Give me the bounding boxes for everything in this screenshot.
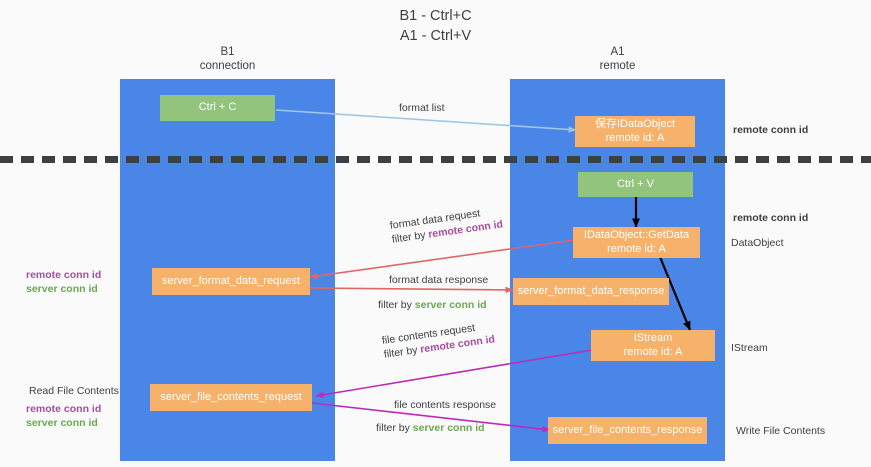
filter-prefix: filter by bbox=[376, 422, 413, 434]
side-label-remote-conn-id-top-text: remote conn id bbox=[733, 124, 809, 136]
side-label-istream-text: IStream bbox=[731, 342, 768, 354]
phase-divider bbox=[0, 156, 871, 163]
side-label-remote-conn-id-left-mid: remote conn id bbox=[26, 269, 102, 281]
column-header-a1-role: remote bbox=[599, 60, 636, 72]
edge-format-data-response bbox=[309, 286, 514, 294]
column-header-b1: B1 connection bbox=[120, 45, 335, 73]
node-server-file-contents-request[interactable]: server_file_contents_request bbox=[150, 384, 312, 411]
node-ctrl-v[interactable]: Ctrl + V bbox=[578, 172, 693, 197]
side-label-istream: IStream bbox=[731, 341, 768, 355]
edge-label-format-list-text: format list bbox=[399, 102, 445, 114]
side-label-write-file-contents: Write File Contents bbox=[736, 424, 825, 438]
title-line-1: B1 - Ctrl+C bbox=[399, 8, 472, 24]
node-istream-line2: remote id: A bbox=[623, 345, 683, 358]
node-ctrl-c-label: Ctrl + C bbox=[198, 101, 237, 114]
side-label-remote-conn-id-left-bottom: remote conn id bbox=[26, 403, 102, 415]
node-save-idataobject-line2: remote id: A bbox=[605, 131, 665, 144]
column-header-a1-name: A1 bbox=[610, 46, 625, 58]
side-label-conn-ids-mid: remote conn id server conn id bbox=[26, 268, 101, 296]
side-label-remote-conn-id-mid: remote conn id bbox=[733, 211, 808, 225]
diagram-title: B1 - Ctrl+C A1 - Ctrl+V bbox=[0, 6, 871, 46]
edge-label-file-contents-response-text: file contents response bbox=[394, 399, 497, 411]
side-label-server-conn-id-left-mid: server conn id bbox=[26, 283, 98, 295]
side-label-remote-conn-id-top: remote conn id bbox=[733, 123, 808, 137]
node-server-format-data-response-label: server_format_data_response bbox=[517, 284, 665, 297]
side-label-conn-ids-bottom: remote conn id server conn id bbox=[26, 402, 101, 430]
node-server-file-contents-response[interactable]: server_file_contents_response bbox=[548, 417, 707, 444]
side-label-remote-conn-id-mid-text: remote conn id bbox=[733, 212, 809, 224]
filter-prefix: filter by bbox=[383, 343, 422, 361]
edge-label-format-data-response-filter: filter by server conn id bbox=[378, 298, 487, 312]
edge-label-file-contents-response-filter: filter by server conn id bbox=[376, 421, 485, 435]
node-idataobject-getdata-line2: remote id: A bbox=[607, 242, 666, 255]
title-line-2: A1 - Ctrl+V bbox=[399, 28, 472, 44]
filter-prefix: filter by bbox=[391, 228, 430, 246]
side-label-dataobject: DataObject bbox=[731, 236, 784, 250]
edge-label-format-data-request: format data request filter by remote con… bbox=[389, 203, 504, 246]
node-server-file-contents-request-label: server_file_contents_request bbox=[160, 390, 302, 403]
filter-key-server-conn-id: server conn id bbox=[412, 422, 485, 434]
column-header-b1-name: B1 bbox=[220, 46, 235, 58]
edge-label-format-data-response: format data response bbox=[389, 273, 488, 287]
node-server-file-contents-response-label: server_file_contents_response bbox=[552, 423, 703, 436]
side-label-server-conn-id-left-bottom: server conn id bbox=[26, 417, 98, 429]
node-save-idataobject-line1: 保存IDataObject bbox=[594, 118, 676, 130]
node-server-format-data-request[interactable]: server_format_data_request bbox=[152, 268, 310, 295]
node-ctrl-c[interactable]: Ctrl + C bbox=[160, 95, 275, 121]
node-idataobject-getdata[interactable]: IDataObject::GetData remote id: A bbox=[573, 227, 700, 258]
edge-label-file-contents-response: file contents response bbox=[394, 398, 496, 412]
filter-key-server-conn-id: server conn id bbox=[414, 299, 487, 311]
side-label-write-file-contents-text: Write File Contents bbox=[736, 425, 826, 437]
side-label-read-file-contents: Read File Contents bbox=[29, 384, 119, 398]
node-ctrl-v-label: Ctrl + V bbox=[617, 177, 654, 190]
column-header-b1-role: connection bbox=[199, 60, 256, 72]
node-save-idataobject[interactable]: 保存IDataObject remote id: A bbox=[575, 116, 695, 147]
column-header-a1: A1 remote bbox=[510, 45, 725, 73]
node-istream[interactable]: IStream remote id: A bbox=[591, 330, 715, 361]
edge-label-file-contents-request: file contents request filter by remote c… bbox=[381, 318, 496, 361]
node-istream-line1: IStream bbox=[633, 332, 673, 344]
edge-label-format-list: format list bbox=[399, 101, 445, 115]
edge-label-format-data-response-text: format data response bbox=[389, 274, 489, 286]
node-server-format-data-request-label: server_format_data_request bbox=[161, 274, 301, 287]
side-label-dataobject-text: DataObject bbox=[731, 237, 784, 249]
filter-prefix: filter by bbox=[378, 299, 415, 311]
side-label-read-file-contents-text: Read File Contents bbox=[29, 385, 119, 397]
node-server-format-data-response[interactable]: server_format_data_response bbox=[513, 278, 669, 305]
node-idataobject-getdata-line1: IDataObject::GetData bbox=[583, 229, 690, 241]
